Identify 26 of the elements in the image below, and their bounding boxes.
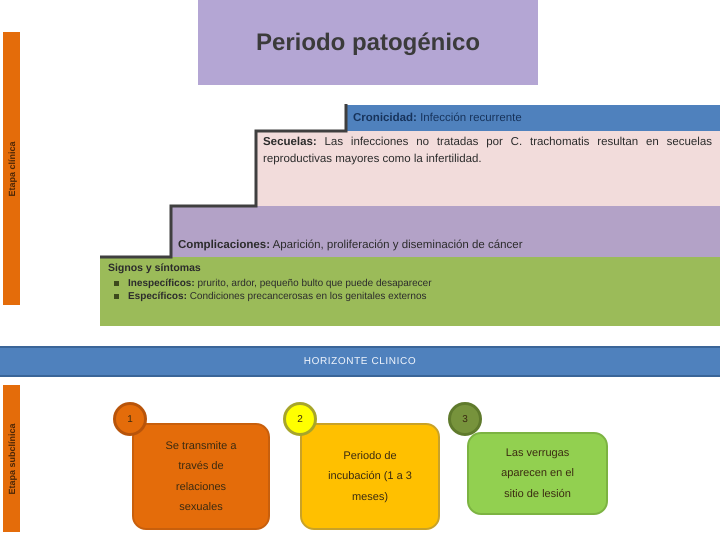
step-text: Cronicidad: Infección recurrente	[353, 110, 522, 126]
stage-label: Etapa subclínica	[6, 422, 16, 494]
info-card	[132, 423, 270, 530]
step-band	[170, 206, 720, 257]
list-heading: Signos y síntomas	[108, 262, 202, 274]
number-badge: 2	[283, 402, 317, 436]
card-text: Periodo de incubación (1 a 3 meses)	[327, 448, 413, 505]
title-text: Periodo patogénico	[256, 28, 480, 56]
horizon-label: HORIZONTE CLINICO	[304, 356, 416, 367]
number-badge: 1	[113, 402, 147, 436]
info-card	[300, 423, 440, 530]
step-band	[100, 257, 720, 326]
horizon-band	[0, 346, 720, 377]
stage-label: Etapa clínica	[6, 140, 16, 196]
step-band	[255, 131, 720, 206]
step-band	[345, 105, 720, 131]
card-text: Las verrugas aparecen en el sitio de lesión	[500, 446, 575, 502]
step-text: Complicaciones: Aparición, proliferación y diseminación de cáncer	[178, 238, 523, 254]
card-text: Se transmite a través de relaciones sexuales	[164, 438, 238, 515]
list-item: Específicos: Condiciones precancerosas en los genitales externos	[128, 291, 427, 302]
step-text: Secuelas: Las infecciones no tratadas por C. trachomatis resultan en secuelas reproductivas mayores como la infertilidad.	[263, 135, 712, 167]
list-item: Inespecíficos: prurito, ardor, pequeño bulto que puede desaparecer	[128, 278, 432, 289]
info-card	[467, 432, 608, 515]
number-badge: 3	[448, 402, 482, 436]
stage-band	[3, 32, 20, 305]
stage-band	[3, 385, 20, 532]
